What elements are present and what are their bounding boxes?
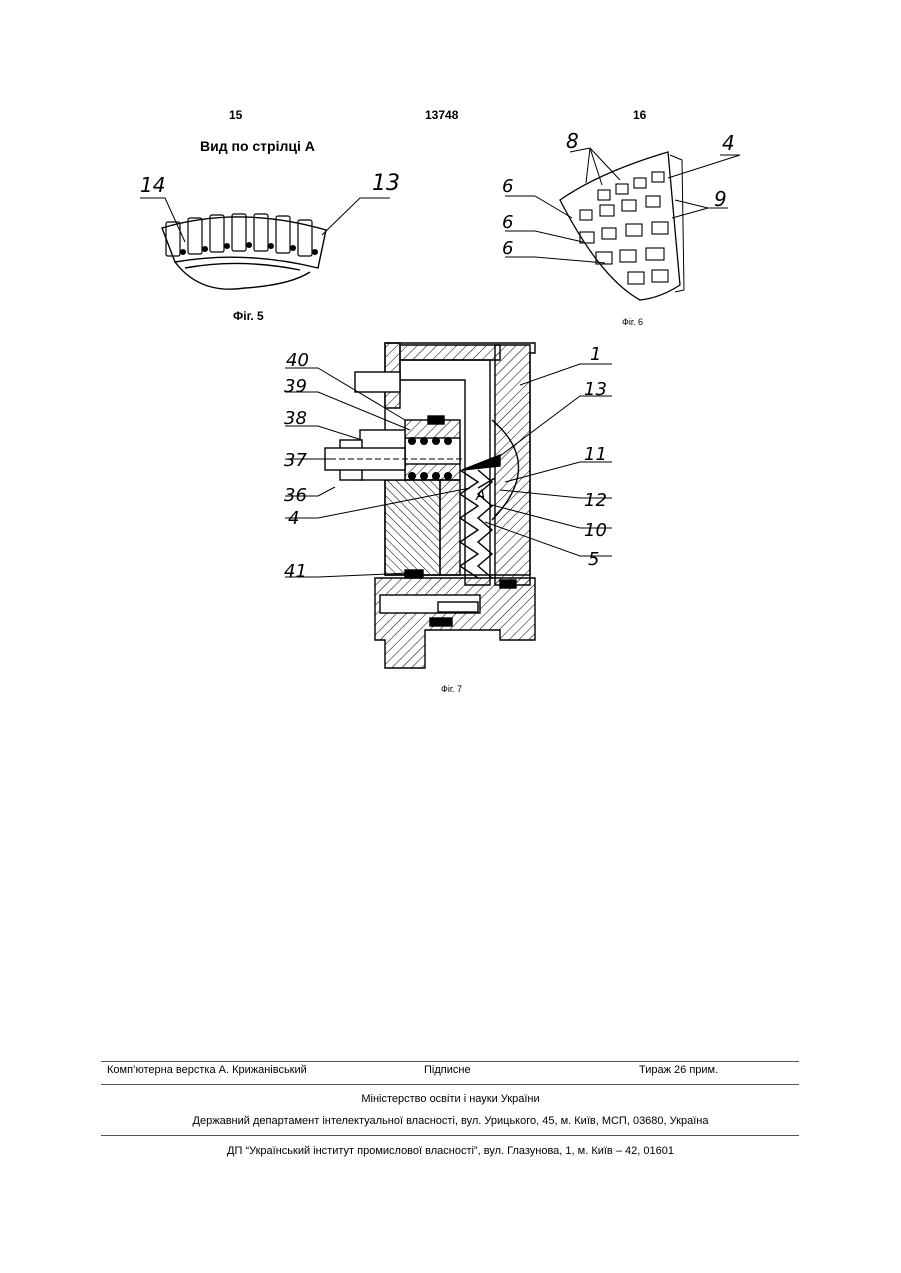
fig7-label-A: A	[475, 488, 486, 504]
fig5-label-14: 14	[140, 173, 165, 197]
fig7-label-37: 37	[284, 450, 307, 471]
fig6-label-6a: 6	[502, 176, 513, 197]
fig7-label-11: 11	[584, 444, 607, 465]
footer-department: Державний департамент інтелектуальної вл…	[0, 1115, 901, 1127]
footer-signed: Підписне	[424, 1064, 471, 1076]
fig7-label-5: 5	[588, 549, 599, 570]
fig7-label-10: 10	[584, 520, 607, 541]
fig7-label-41: 41	[284, 561, 307, 582]
fig7-label-1: 1	[590, 344, 601, 365]
fig5-caption: Фіг. 5	[233, 309, 264, 323]
fig7-caption: Фіг. 7	[441, 684, 462, 694]
fig6-drawing	[505, 148, 740, 300]
fig5-drawing	[140, 198, 390, 289]
fig7-label-38: 38	[284, 408, 307, 429]
fig7-label-40: 40	[286, 350, 309, 371]
fig7-label-4: 4	[288, 508, 299, 529]
fig7-label-36: 36	[284, 485, 307, 506]
footer-ministry: Міністерство освіти і науки України	[0, 1093, 901, 1105]
fig7-drawing	[285, 343, 612, 668]
footer-rule-2	[101, 1084, 799, 1085]
fig6-label-8: 8	[566, 129, 579, 153]
fig6-caption: Фіг. 6	[622, 317, 643, 327]
fig6-label-6c: 6	[502, 238, 513, 259]
fig6-label-4: 4	[722, 131, 735, 155]
fig7-label-12: 12	[584, 490, 607, 511]
fig6-label-6b: 6	[502, 212, 513, 233]
fig7-label-13: 13	[584, 379, 607, 400]
fig5-label-13: 13	[372, 171, 400, 196]
fig7-label-39: 39	[284, 376, 307, 397]
fig6-label-9: 9	[714, 187, 727, 211]
footer-institute: ДП “Український інститут промислової вла…	[0, 1145, 901, 1157]
footer-rule-3	[101, 1135, 799, 1136]
footer-print-run: Тираж 26 прим.	[639, 1064, 718, 1076]
footer-rule-1	[101, 1061, 799, 1062]
footer-layout-credit: Комп’ютерна верстка А. Крижанівський	[107, 1064, 307, 1076]
